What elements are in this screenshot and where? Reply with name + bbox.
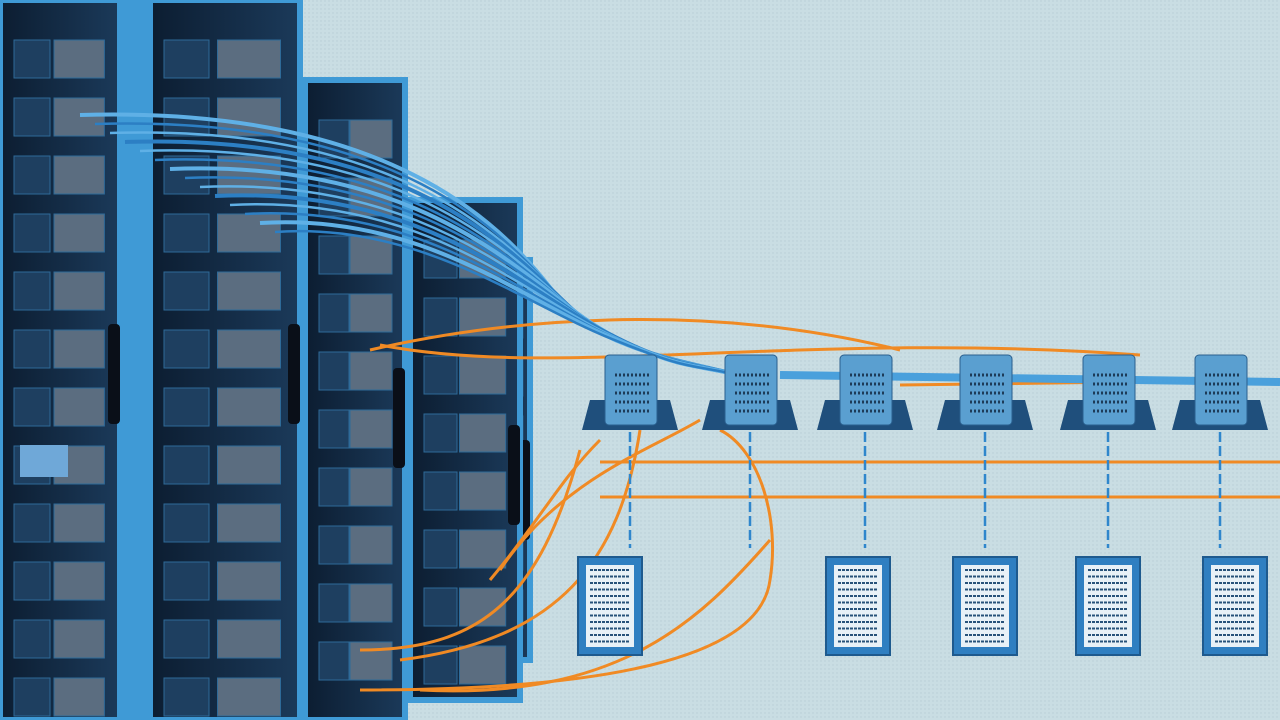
orange-cable — [359, 428, 774, 692]
orange-cable — [369, 318, 901, 352]
orange-cable — [379, 343, 1141, 360]
rack-handle — [508, 425, 520, 525]
server-box — [825, 556, 891, 656]
network-switch — [937, 354, 1033, 548]
servers — [577, 556, 1268, 656]
rack-handle — [393, 368, 405, 468]
server-box — [952, 556, 1018, 656]
network-switch — [702, 354, 798, 548]
rack-panel — [20, 445, 68, 477]
server-box — [1075, 556, 1141, 656]
server-rack — [407, 197, 523, 703]
orange-cable — [359, 449, 582, 652]
server-rack — [0, 0, 123, 720]
server-box — [577, 556, 643, 656]
network-switch — [1060, 354, 1156, 548]
network-switch — [582, 354, 678, 548]
server-racks — [0, 0, 533, 720]
rack-handle — [108, 324, 120, 424]
blue-cable — [274, 229, 761, 382]
orange-cable — [498, 418, 701, 571]
network-switches — [582, 354, 1268, 548]
server-rack — [147, 0, 303, 720]
orange-cable — [419, 539, 772, 693]
network-switch — [1172, 354, 1268, 548]
network-switch — [817, 354, 913, 548]
server-box — [1202, 556, 1268, 656]
blue-cable-bundle — [79, 112, 1280, 386]
rack-handle — [288, 324, 300, 424]
